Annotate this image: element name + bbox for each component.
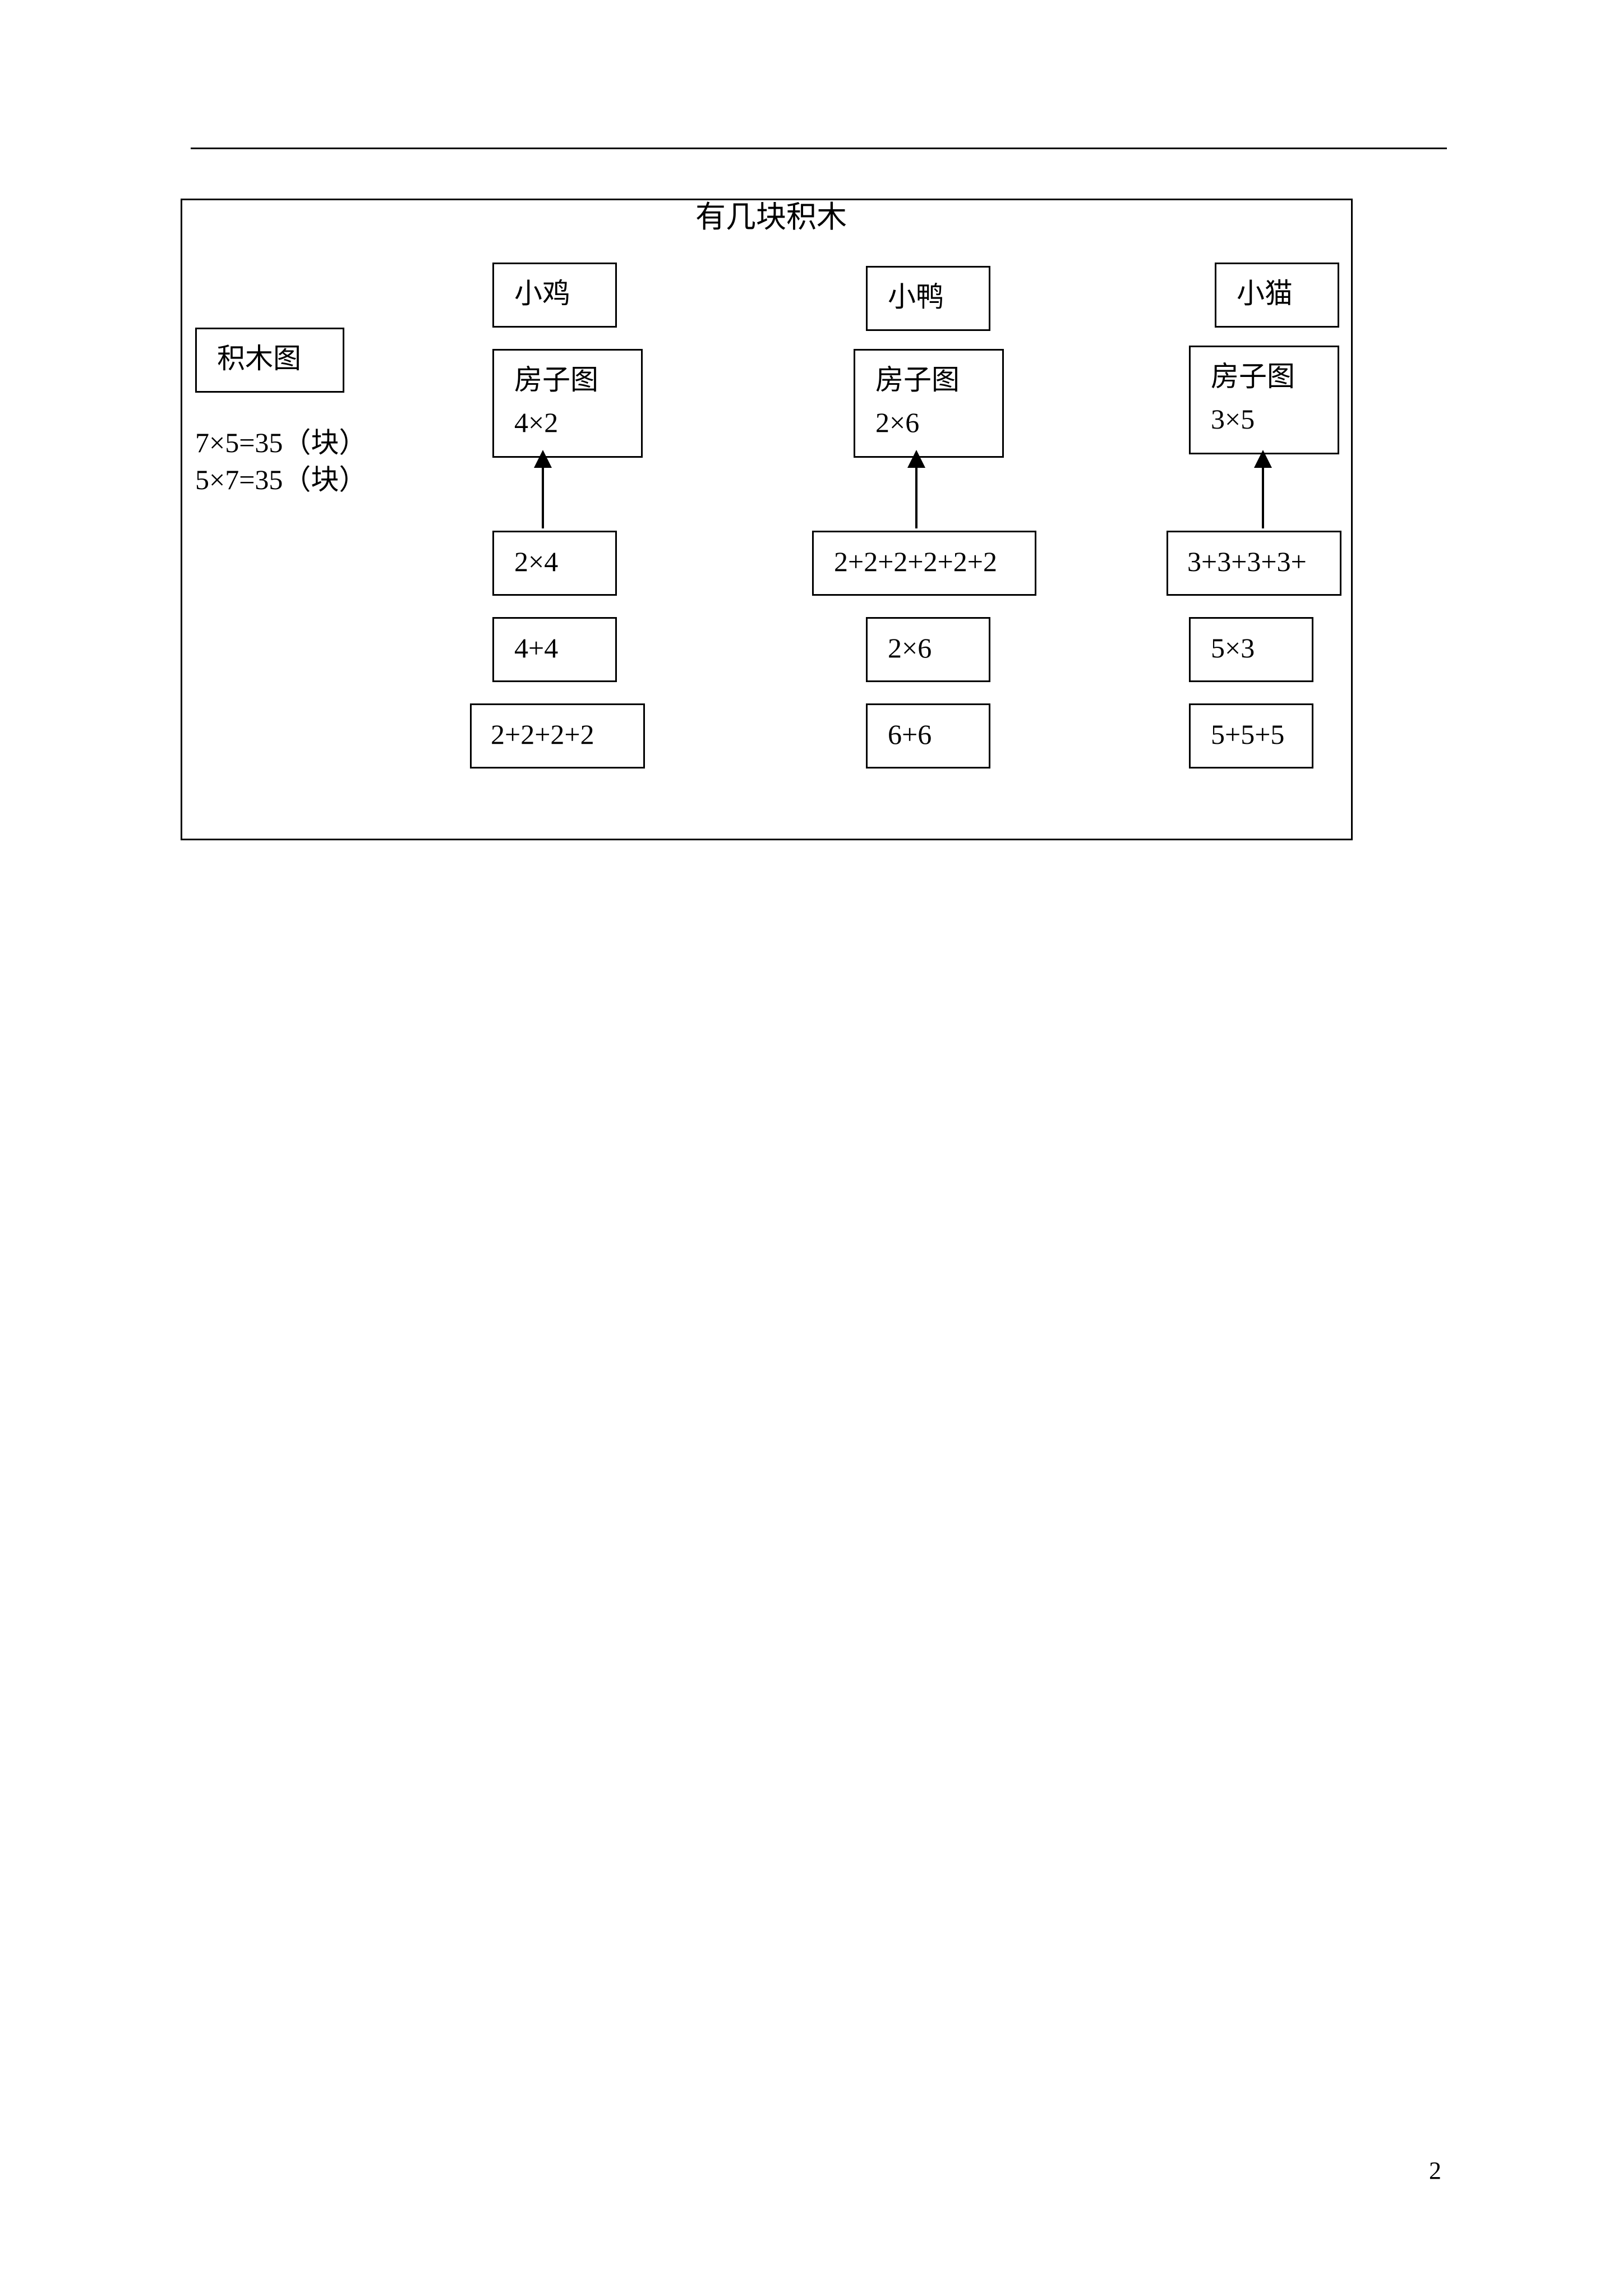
kitten-label: 小猫 bbox=[1237, 278, 1293, 309]
chick-step-3: 2+2+2+2 bbox=[470, 703, 645, 769]
note-line-1: 7×5=35（块） bbox=[195, 427, 367, 458]
kitten-house-expr: 3×5 bbox=[1211, 403, 1255, 435]
duckling-house-expr: 2×6 bbox=[875, 407, 920, 438]
duckling-step-1-text: 2+2+2+2+2+2 bbox=[834, 546, 997, 577]
kitten-box: 小猫 bbox=[1215, 263, 1339, 328]
duckling-house-box: 房子图 2×6 bbox=[854, 349, 1004, 458]
kitten-house-label: 房子图 bbox=[1211, 361, 1295, 392]
chick-step-1: 2×4 bbox=[492, 531, 617, 596]
duckling-label: 小鸭 bbox=[888, 281, 944, 312]
chick-box: 小鸡 bbox=[492, 263, 617, 328]
kitten-house-box: 房子图 3×5 bbox=[1189, 346, 1339, 454]
kitten-step-2: 5×3 bbox=[1189, 617, 1313, 682]
duckling-arrow bbox=[907, 450, 925, 528]
chick-label: 小鸡 bbox=[514, 278, 570, 309]
blocks-figure-box: 积木图 bbox=[195, 328, 344, 393]
header-rule bbox=[191, 148, 1447, 149]
duckling-step-3: 6+6 bbox=[866, 703, 990, 769]
chick-step-1-text: 2×4 bbox=[514, 546, 559, 577]
chick-arrow bbox=[534, 450, 552, 528]
duckling-step-1: 2+2+2+2+2+2 bbox=[812, 531, 1036, 596]
diagram-frame bbox=[181, 199, 1353, 840]
note-line-2: 5×7=35（块） bbox=[195, 464, 367, 495]
chick-step-3-text: 2+2+2+2 bbox=[491, 719, 594, 750]
chick-step-2-text: 4+4 bbox=[514, 632, 559, 664]
duckling-house-label: 房子图 bbox=[875, 364, 960, 395]
chick-house-label: 房子图 bbox=[514, 364, 598, 395]
kitten-step-3-text: 5+5+5 bbox=[1211, 719, 1285, 750]
kitten-step-2-text: 5×3 bbox=[1211, 632, 1255, 664]
duckling-box: 小鸭 bbox=[866, 266, 990, 331]
blocks-figure-label: 积木图 bbox=[217, 343, 301, 374]
chick-house-expr: 4×2 bbox=[514, 407, 559, 438]
duckling-step-2: 2×6 bbox=[866, 617, 990, 682]
kitten-step-1: 3+3+3+3+ bbox=[1166, 531, 1341, 596]
page-number: 2 bbox=[1429, 2157, 1441, 2184]
chick-house-box: 房子图 4×2 bbox=[492, 349, 643, 458]
kitten-arrow bbox=[1254, 450, 1272, 528]
kitten-step-1-text: 3+3+3+3+ bbox=[1187, 546, 1307, 577]
kitten-step-3: 5+5+5 bbox=[1189, 703, 1313, 769]
diagram-title: 有几块积木 bbox=[695, 200, 847, 234]
duckling-step-2-text: 2×6 bbox=[888, 632, 932, 664]
duckling-step-3-text: 6+6 bbox=[888, 719, 932, 750]
chick-step-2: 4+4 bbox=[492, 617, 617, 682]
